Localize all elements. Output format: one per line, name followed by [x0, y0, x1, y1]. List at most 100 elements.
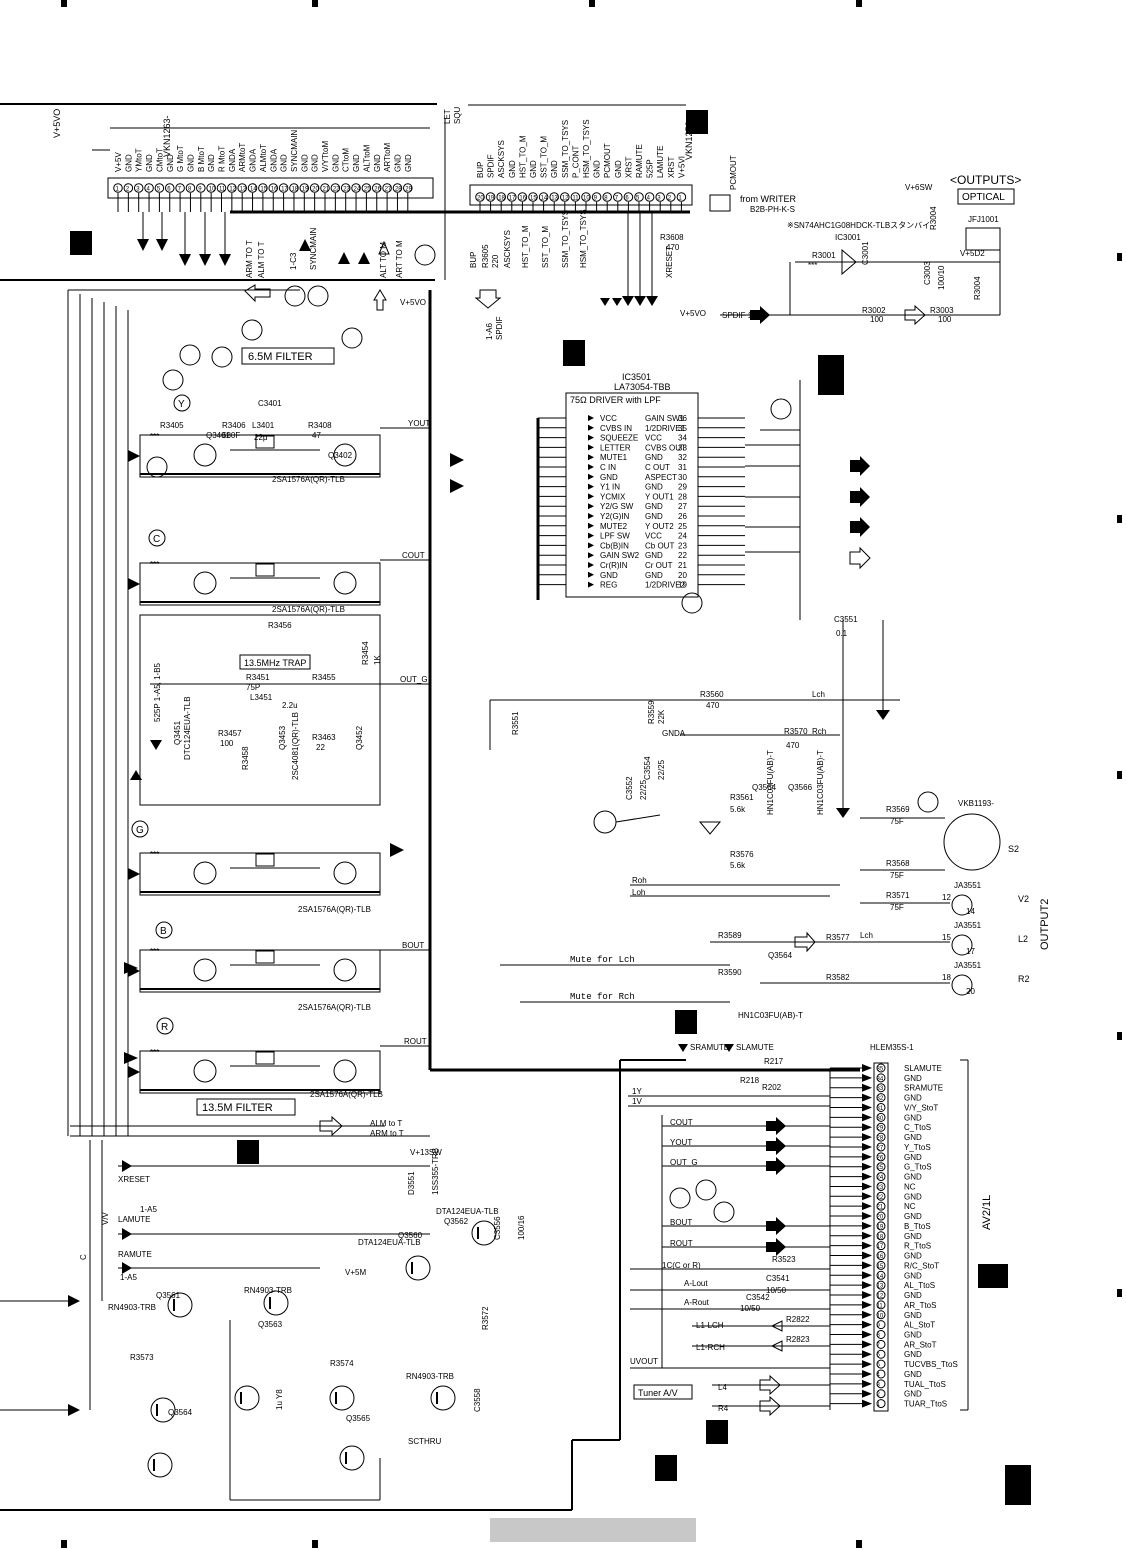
filter-135-label: 13.5M FILTER [202, 1102, 273, 1114]
r3570-val: 470 [786, 741, 800, 750]
mid-pin-label: BUP [476, 162, 485, 178]
ic-right-pin: Y OUT2 [645, 522, 674, 531]
av-pin [876, 1379, 886, 1389]
av-pin-label: GND [904, 1153, 922, 1162]
r3004b-label: R3004 [973, 276, 982, 300]
stage-note: *** [150, 1048, 159, 1057]
mid-pin-num: 15 [530, 196, 537, 202]
sig-hsm: HSM_TO_TSYS [579, 209, 588, 268]
mid-signals: BUP R3605 220 ASCKSYS HST_TO_M SST_TO_M … [469, 209, 684, 340]
mid-pin-label: GND [550, 160, 559, 178]
left-pin-label: GNDA [269, 148, 278, 172]
v5vo-ic: V+5VO [680, 309, 706, 318]
av-pin [876, 1389, 886, 1399]
mid-pin-num: 6 [625, 196, 629, 202]
pin12: 12 [942, 893, 951, 902]
av-pin-num: 8 [877, 1333, 881, 1339]
sig-r3608: R3608 [660, 233, 684, 242]
av-c-or-r: 1C(C or R) [662, 1261, 701, 1270]
sig-xreset: XRESET [665, 246, 674, 278]
ic-right-pin: GND [645, 551, 663, 560]
r3576-val: 5.6k [730, 861, 746, 870]
c3542: C3542 [746, 1293, 770, 1302]
v5vo-label: V+5VO [400, 298, 426, 307]
outg-label: OUT_G [400, 675, 428, 684]
lower-c3556v: 100/16 [517, 1215, 526, 1240]
left-pin-label: GND [352, 154, 361, 172]
outputs-header: <OUTPUTS> [950, 173, 1021, 187]
av-pin [876, 1260, 886, 1270]
left-pin-num: 13 [240, 187, 247, 193]
left-pin [154, 183, 165, 193]
rout-label: ROUT [404, 1037, 427, 1046]
down-arrow [156, 239, 168, 251]
r3523: R3523 [772, 1255, 796, 1264]
tr-b: 2SA1576A(QR)-TLB [298, 1003, 371, 1012]
pin14: 14 [966, 907, 975, 916]
ic-left-pin: Y2(G)IN [600, 512, 630, 521]
sig-r3605: R3605 [481, 244, 490, 268]
av-pin-label: GND [904, 1212, 922, 1221]
mid-pin-num: 4 [647, 196, 651, 202]
left-pin-label: GND [124, 154, 133, 172]
r3561-val: 5.6k [730, 805, 746, 814]
left-pin [144, 183, 154, 193]
left-pin [206, 183, 216, 193]
r3560-val: 470 [706, 701, 720, 710]
av-cout: COUT [670, 1118, 693, 1127]
b-circle-label: B [160, 926, 167, 937]
mid-pin-label: GND [614, 160, 623, 178]
mid-pin-num: 5 [636, 196, 640, 202]
av-outg: OUT_G [670, 1158, 698, 1167]
ic-right-num: 23 [678, 541, 687, 550]
ic-left-pin: YCMIX [600, 492, 626, 501]
lower-q3563: Q3563 [258, 1320, 283, 1329]
ic-right-num: 28 [678, 492, 687, 501]
left-pin-label: GNDA [228, 148, 237, 172]
av-1y: 1Y [632, 1087, 642, 1096]
av-pin-label: AL_StoT [904, 1321, 935, 1330]
left-pin [185, 183, 196, 193]
registration-marks [61, 0, 1122, 1548]
av-pin-num: 25 [877, 1165, 884, 1171]
channel-arrow [450, 453, 464, 467]
r3569-label: R3569 [886, 805, 910, 814]
stage-transistor [193, 958, 217, 982]
mid-pin-label: P_CONT [571, 145, 580, 178]
c-circle-label: C [153, 534, 160, 545]
left-pin-num: 10 [209, 187, 216, 193]
left-pin-num: 26 [374, 187, 381, 193]
av-pin-label: R_TtoS [904, 1242, 931, 1251]
left-pin-label: V+5V [114, 152, 123, 172]
ic-right-num: 35 [678, 424, 687, 433]
mid-pin-label: RAMUTE [635, 144, 644, 178]
ic-right-pin: CVBS OUT [645, 443, 686, 452]
ic-left-pin: Y2/G SW [600, 502, 634, 511]
trap-label: 13.5MHz TRAP [244, 658, 306, 668]
left-pin [123, 183, 134, 193]
c3552-val: 22/25 [639, 779, 648, 800]
left-pin-num: 29 [405, 187, 412, 193]
stage-transistor [333, 958, 357, 982]
hn1c-b: HN1C03FU(AB)-T [816, 750, 825, 815]
av-pin-label: C_TtoS [904, 1123, 931, 1132]
lower-c1u: 1u Y8 [275, 1389, 284, 1410]
y-circle-label: Y [178, 399, 185, 410]
av-signal-arrow [766, 1238, 786, 1256]
q3452-label: Q3452 [355, 725, 364, 750]
mid-pin-label: XRST [667, 157, 676, 178]
ic-left-pin: REG [600, 581, 617, 590]
down-arrow [137, 239, 149, 251]
av-pin-num: 13 [877, 1284, 884, 1290]
r3001-label: R3001 [812, 251, 836, 260]
av-pin-num: 3 [877, 1382, 881, 1388]
left-pin-label: GND [207, 154, 216, 172]
mid-pin [570, 192, 581, 202]
b2b-label: B2B-PH-K-S [750, 205, 795, 214]
q3564a-label: Q3564 [752, 783, 777, 792]
lower-rn2: RN4903-TRB [244, 1286, 292, 1295]
r3003-val: 100 [938, 315, 952, 324]
mid-pin-label: SSM_TO_TSYS [561, 120, 570, 178]
ic-note: ※SN74AHC1G08HDCK-TLBスタンバイ [787, 221, 930, 230]
left-pin-num: 25 [364, 187, 371, 193]
